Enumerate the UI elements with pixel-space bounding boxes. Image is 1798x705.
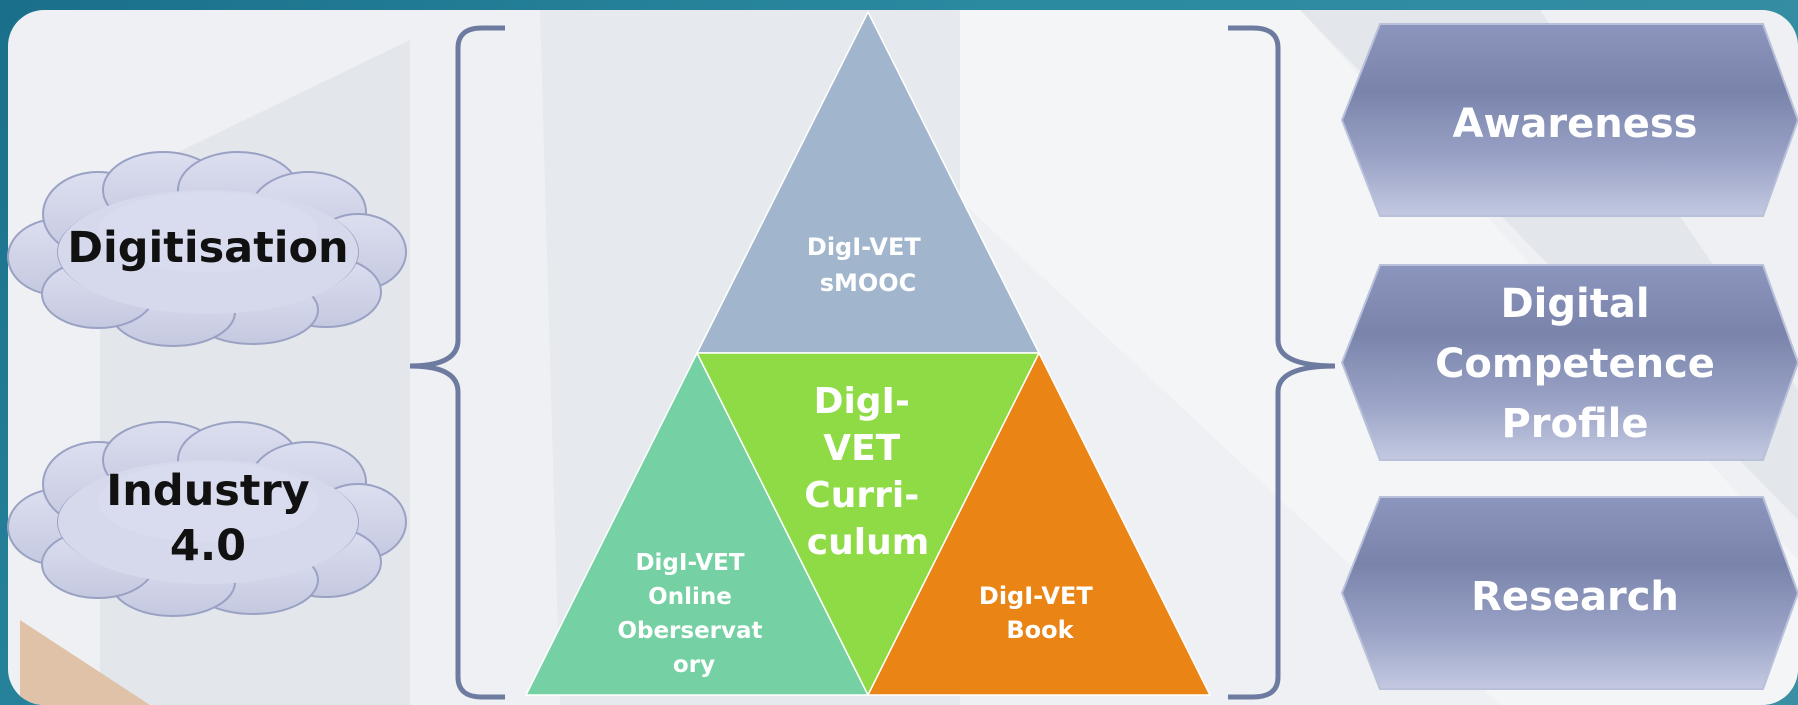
hexagon-label-awareness: Awareness <box>1453 101 1698 147</box>
cloud-digitisation: Digitisation <box>7 151 407 347</box>
hexagon-awareness: Awareness <box>1340 23 1798 217</box>
right-brace <box>1228 25 1336 700</box>
pyramid-right-segment <box>866 351 1212 696</box>
hexagon-research: Research <box>1340 496 1798 690</box>
pyramid-right-label: DigI-VET Book <box>979 582 1101 644</box>
pyramid-center-label: DigI- VET Curri- culum <box>804 381 931 563</box>
pyramid-top-label: DigI-VET sMOOC <box>807 233 929 297</box>
cloud-label-digitisation: Digitisation <box>67 223 348 273</box>
digi-vet-pyramid: DigI-VET sMOOC DigI- VET Curri- culum Di… <box>524 10 1212 697</box>
left-brace <box>409 25 505 700</box>
hexagon-label-research: Research <box>1471 574 1679 620</box>
pyramid-left-label: DigI-VET Online Oberservat ory <box>617 550 770 678</box>
